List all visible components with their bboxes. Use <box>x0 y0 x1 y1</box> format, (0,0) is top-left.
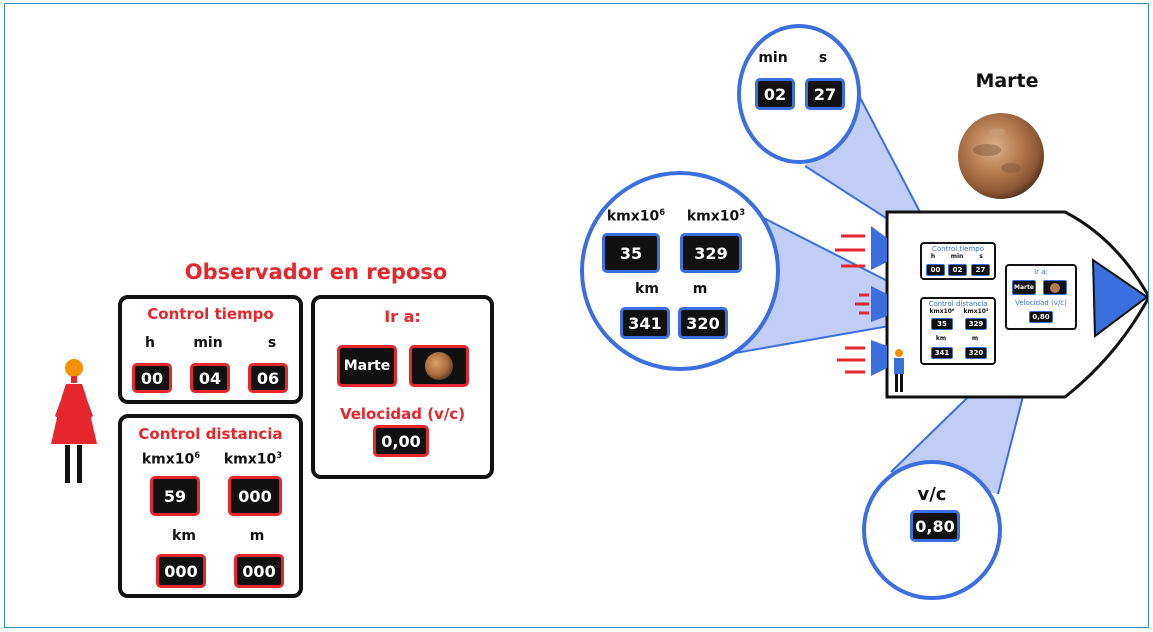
mini-km-label: km <box>935 335 947 342</box>
destination-button[interactable]: Marte <box>337 345 397 387</box>
mini-destination: Marte <box>1012 280 1036 295</box>
m-label: m <box>249 528 265 544</box>
mini-km-value: 341 <box>931 347 953 359</box>
mars-thumbnail-icon <box>425 352 453 380</box>
mini-min-value: 02 <box>948 264 967 276</box>
mini-goto-panel: Ir a: Marte Velocidad (v/c) 0,80 <box>1005 264 1077 330</box>
zoom-mkm-value: 35 <box>602 233 660 273</box>
zoom-velocity-label: v/c <box>917 484 947 505</box>
mini-time-title: Control tiempo <box>931 245 985 253</box>
observer-title: Observador en reposo <box>184 260 448 284</box>
mini-mars-icon <box>1050 282 1060 293</box>
zoom-km-value: 341 <box>620 307 670 339</box>
mini-min-label: min <box>950 253 964 260</box>
mini-goto-title: Ir a: <box>1034 268 1048 276</box>
destination-panel: Ir a: Marte Velocidad (v/c) 0,00 <box>311 295 494 479</box>
mini-m-value: 320 <box>965 347 987 359</box>
time-control-panel: Control tiempo h min s 00 04 06 <box>118 295 303 404</box>
velocity-value[interactable]: 0,00 <box>373 425 429 457</box>
seconds-value[interactable]: 06 <box>248 363 288 393</box>
velocity-label: Velocidad (v/c) <box>339 405 466 423</box>
mini-h-value: 00 <box>926 264 945 276</box>
mini-s-value: 27 <box>971 264 990 276</box>
planet-label: Marte <box>975 70 1039 92</box>
minutes-value[interactable]: 04 <box>190 363 230 393</box>
mini-tkm-value: 329 <box>965 318 987 330</box>
destination-planet-button[interactable] <box>409 345 469 387</box>
distance-panel-title: Control distancia <box>138 425 283 443</box>
zoom-distance-circle: kmx106 kmx103 35 329 km m 341 320 <box>580 171 780 371</box>
zoom-time-circle: min s 02 27 <box>737 24 861 164</box>
zoom-min-label: min <box>758 50 788 66</box>
mini-planet-thumb <box>1043 280 1067 295</box>
mini-m-label: m <box>971 335 979 342</box>
zoom-mkm-label: kmx106 <box>606 207 666 225</box>
zoom-velocity-value: 0,80 <box>910 510 960 542</box>
m-value[interactable]: 000 <box>234 554 284 588</box>
mini-tkm-label: kmx10³ <box>963 308 989 315</box>
zoom-tkm-label: kmx103 <box>686 207 746 225</box>
mars-planet-icon <box>958 113 1044 199</box>
time-panel-title: Control tiempo <box>147 305 274 323</box>
zoom-velocity-circle: v/c 0,80 <box>862 460 1002 600</box>
seconds-label: s <box>267 335 277 351</box>
hours-value[interactable]: 00 <box>132 363 172 393</box>
million-km-value[interactable]: 59 <box>150 476 200 516</box>
zoom-min-value: 02 <box>755 78 795 110</box>
simulation-canvas: Observador en reposo Control tiempo h mi… <box>4 3 1149 628</box>
mini-h-label: h <box>930 253 936 260</box>
mini-mkm-label: kmx10⁶ <box>929 308 955 315</box>
mini-velocity-value: 0,80 <box>1029 311 1053 323</box>
zoom-s-label: s <box>818 50 828 66</box>
mini-distance-title: Control distancia <box>928 300 988 308</box>
km-label: km <box>172 528 196 544</box>
woman-observer-icon <box>51 359 97 483</box>
thousand-km-label: kmx103 <box>223 450 283 468</box>
million-km-label: kmx106 <box>141 450 201 468</box>
mini-s-label: s <box>979 253 983 260</box>
zoom-m-label: m <box>692 281 708 297</box>
km-value[interactable]: 000 <box>156 554 206 588</box>
mini-distance-panel: Control distancia kmx10⁶ kmx10³ 35 329 k… <box>920 297 996 365</box>
zoom-km-label: km <box>635 281 659 297</box>
mini-mkm-value: 35 <box>931 318 953 330</box>
zoom-s-value: 27 <box>805 78 845 110</box>
mini-time-panel: Control tiempo h min s 00 02 27 <box>920 242 996 280</box>
astronaut-icon <box>894 349 904 392</box>
goto-title: Ir a: <box>384 307 421 326</box>
hours-label: h <box>145 335 155 351</box>
thousand-km-value[interactable]: 000 <box>228 476 282 516</box>
minutes-label: min <box>193 335 223 351</box>
zoom-m-value: 320 <box>678 307 728 339</box>
mini-velocity-label: Velocidad (v/c) <box>1015 299 1067 307</box>
zoom-tkm-value: 329 <box>680 233 742 273</box>
distance-control-panel: Control distancia kmx106 kmx103 59 000 k… <box>118 414 303 598</box>
